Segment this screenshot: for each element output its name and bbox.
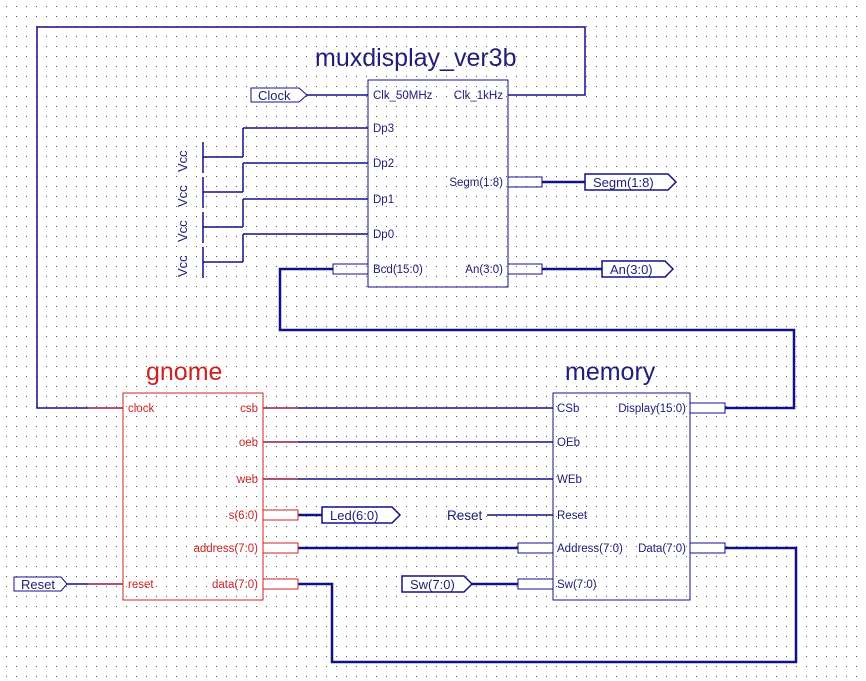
memory-body[interactable] (552, 392, 691, 601)
memory-bus-stub-display (689, 402, 726, 414)
wire-bcd-display-bus[interactable] (278, 267, 796, 410)
port-segm-label: Segm(1:8) (593, 175, 654, 190)
memory-pin-data: Data(7:0) (638, 543, 686, 555)
port-reset-label: Reset (21, 577, 55, 592)
mux-pin-an: An(3:0) (465, 264, 503, 276)
wire-clk-1khz[interactable] (36, 26, 586, 409)
mux-pin-dp3: Dp3 (373, 123, 394, 135)
vcc-label: Vcc (175, 185, 190, 207)
gnome-body[interactable] (122, 392, 264, 601)
mux-block[interactable]: muxdisplay_ver3b Clk_50MHz Clk_1kHz Dp3 … (315, 44, 543, 288)
gnome-title: gnome (146, 358, 222, 386)
port-clock-label: Clock (258, 88, 291, 103)
memory-title: memory (565, 358, 656, 386)
mux-bus-stub-an (507, 263, 543, 275)
port-sw-shape (401, 575, 474, 593)
mux-pin-dp1: Dp1 (373, 194, 394, 206)
port-an-shape (601, 260, 675, 278)
vcc-labels: Vcc Vcc Vcc Vcc (175, 150, 190, 277)
mux-title: muxdisplay_ver3b (315, 44, 517, 72)
gnome-pin-csb: csb (240, 403, 258, 415)
mux-pin-segm: Segm(1:8) (449, 177, 503, 189)
port-reset[interactable]: Reset (13, 576, 68, 592)
memory-pin-address: Address(7:0) (557, 543, 623, 555)
memory-pin-web: WEb (557, 474, 582, 486)
port-clock-shape (250, 87, 308, 103)
mux-pin-dp0: Dp0 (373, 229, 394, 241)
net-label-reset[interactable]: Reset (447, 508, 483, 523)
port-segm[interactable]: Segm(1:8) (584, 173, 678, 191)
port-sw[interactable]: Sw(7:0) (401, 575, 474, 593)
port-an-label: An(3:0) (610, 262, 653, 277)
gnome-pin-s: s(6:0) (229, 510, 259, 522)
memory-block[interactable]: memory CSb OEb WEb Reset Address(7:0) Sw… (517, 358, 726, 601)
port-led-shape (321, 506, 402, 524)
port-clock[interactable]: Clock (250, 87, 308, 103)
vcc-label: Vcc (175, 220, 190, 242)
port-sw-label: Sw(7:0) (410, 577, 455, 592)
memory-bus-stub-sw (517, 578, 554, 590)
port-an[interactable]: An(3:0) (601, 260, 675, 278)
port-led-label: Led(6:0) (330, 508, 378, 523)
mux-pin-dp2: Dp2 (373, 158, 394, 170)
memory-pin-csb: CSb (557, 403, 579, 415)
port-segm-shape (584, 173, 678, 191)
memory-pin-reset: Reset (557, 510, 588, 522)
gnome-pin-data: data(7:0) (212, 579, 258, 591)
gnome-pin-clock: clock (128, 403, 154, 415)
mux-bus-stub-segm (507, 176, 543, 188)
gnome-block[interactable]: gnome clock reset csb oeb web s(6:0) add… (88, 358, 299, 601)
port-reset-shape (13, 576, 68, 592)
mux-pin-bcd: Bcd(15:0) (373, 264, 423, 276)
gnome-bus-stub-data (262, 578, 299, 590)
gnome-pin-reset: reset (128, 579, 154, 591)
gnome-pin-address: address(7:0) (193, 543, 258, 555)
wire-data-bus[interactable] (298, 546, 798, 664)
gnome-pin-oeb: oeb (239, 437, 258, 449)
memory-pin-sw: Sw(7:0) (557, 579, 597, 591)
mux-bus-stub-bcd (332, 263, 369, 275)
mux-pin-clk1k: Clk_1kHz (454, 90, 503, 102)
gnome-bus-stub-s (262, 509, 299, 521)
memory-pin-oeb: OEb (557, 437, 580, 449)
port-led[interactable]: Led(6:0) (321, 506, 402, 524)
mux-pin-clk50: Clk_50MHz (373, 90, 433, 102)
memory-bus-stub-address (517, 542, 554, 554)
gnome-bus-stub-address (262, 542, 299, 554)
wires (36, 26, 798, 664)
memory-pin-display: Display(15:0) (618, 403, 686, 415)
vcc-label: Vcc (175, 150, 190, 172)
memory-bus-stub-data (689, 542, 726, 554)
vcc-label: Vcc (175, 255, 190, 277)
gnome-pin-web: web (236, 474, 258, 486)
